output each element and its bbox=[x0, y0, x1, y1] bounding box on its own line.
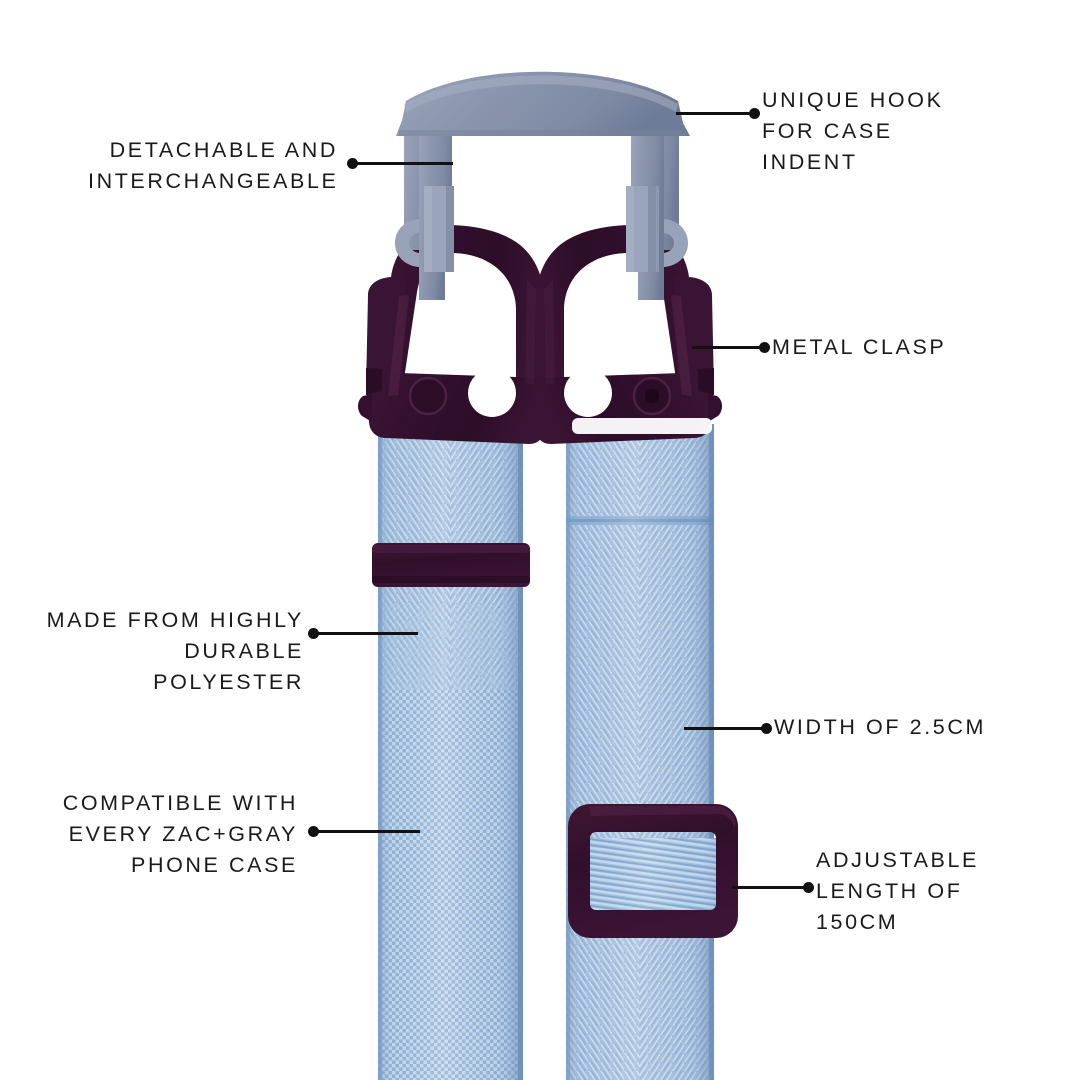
clasp-webbing-slot bbox=[572, 418, 712, 434]
leader-dot bbox=[761, 723, 772, 734]
webbing-strap-left bbox=[378, 424, 523, 1080]
leader-dot bbox=[803, 882, 814, 893]
leader-dot bbox=[759, 342, 770, 353]
leader-line-adjustable bbox=[732, 882, 814, 893]
annotation-adjustable: ADJUSTABLE LENGTH OF 150CM bbox=[816, 848, 979, 934]
leader-dot bbox=[347, 158, 358, 169]
leader-dot bbox=[308, 826, 319, 837]
leader-line-unique-hook bbox=[676, 108, 760, 119]
metal-clasp-left bbox=[357, 225, 544, 444]
slider-buckle bbox=[568, 804, 738, 938]
leader-dot bbox=[749, 108, 760, 119]
keeper-loop bbox=[372, 543, 530, 587]
webbing-strap-right bbox=[566, 424, 714, 1080]
annotation-unique-hook: UNIQUE HOOK FOR CASE INDENT bbox=[762, 88, 944, 174]
annotation-polyester: MADE FROM HIGHLY DURABLE POLYESTER bbox=[46, 608, 304, 694]
case-hook-tails bbox=[424, 186, 656, 272]
leader-dot bbox=[308, 628, 319, 639]
leader-line-width bbox=[684, 723, 772, 734]
annotation-metal-clasp: METAL CLASP bbox=[772, 335, 947, 359]
annotation-detachable: DETACHABLE AND INTERCHANGEABLE bbox=[88, 138, 339, 193]
leader-line-metal-clasp bbox=[692, 342, 770, 353]
annotation-width: WIDTH OF 2.5CM bbox=[774, 715, 986, 739]
leader-line-compatible bbox=[308, 826, 420, 837]
annotation-compatible: COMPATIBLE WITH EVERY ZAC+GRAY PHONE CAS… bbox=[62, 791, 298, 877]
leader-line-polyester bbox=[308, 628, 418, 639]
leader-line-detachable bbox=[347, 158, 453, 169]
